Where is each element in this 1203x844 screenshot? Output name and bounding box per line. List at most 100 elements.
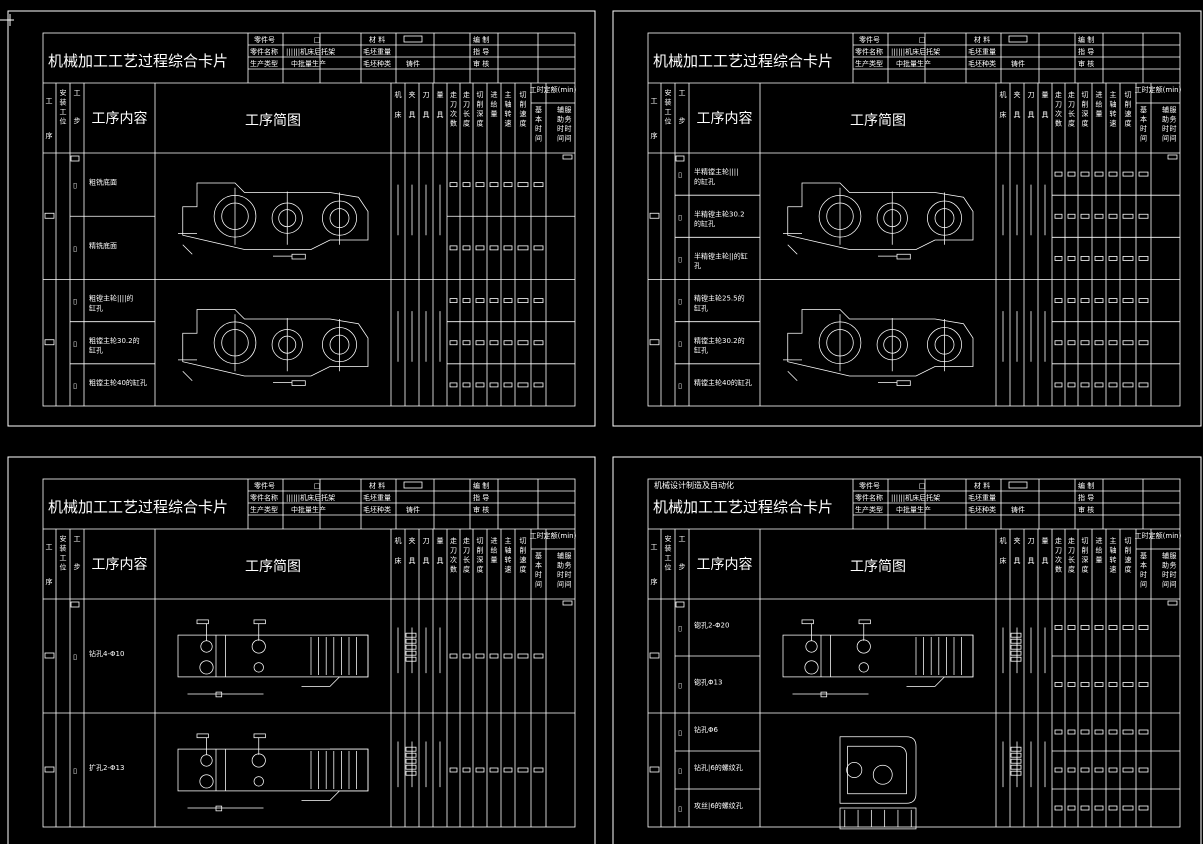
col-gauge: 量具: [1042, 91, 1049, 119]
part-sketch: [177, 733, 369, 812]
param-box: [1080, 171, 1090, 177]
install-box: [70, 155, 80, 162]
install-box: [675, 601, 685, 608]
part-sketch: [177, 309, 369, 386]
process-no-box: [44, 339, 55, 346]
material-label: 材 料: [369, 35, 385, 44]
param-box: [1080, 382, 1090, 388]
col-passes: 走刀次数: [450, 537, 457, 574]
part-name-value: ||||||机床后托架: [286, 47, 335, 56]
param-box: [1138, 298, 1149, 303]
card-title: 机械加工工艺过程综合卡片: [48, 498, 228, 516]
param-box: [1138, 625, 1149, 630]
param-box: [503, 182, 513, 188]
col-speed: 主轴转速: [505, 90, 512, 128]
tool-box: [1010, 770, 1022, 776]
col-gauge: 量具: [437, 537, 444, 565]
param-box: [517, 767, 529, 773]
param-box: [533, 382, 544, 388]
param-box: [1094, 256, 1104, 261]
param-box: [1067, 382, 1076, 388]
param-box: [1108, 213, 1118, 219]
blank-type-label: 毛坯种类: [968, 505, 996, 514]
dim-box: [820, 691, 828, 698]
param-box: [1138, 213, 1149, 219]
process-card-sheet: 机械加工工艺过程综合卡片零件号□材 料编 制零件名称||||||机床后托架毛坯重…: [42, 32, 577, 407]
col-basic-time: 基本时间: [1140, 105, 1147, 142]
part-outline: [787, 182, 974, 250]
step-no: ▯: [678, 298, 682, 306]
step-no: ▯: [73, 298, 77, 306]
param-box: [1054, 340, 1063, 346]
param-box: [1067, 805, 1076, 811]
col-speed: 主轴转速: [1110, 536, 1117, 574]
sheet-frame-4: [612, 456, 1202, 844]
review-label: 审 核: [473, 59, 489, 68]
col-passes: 走刀次数: [450, 91, 457, 128]
hole-circle: [199, 774, 214, 789]
locator: [787, 244, 798, 255]
param-box: [517, 245, 529, 251]
step-content-4: 精镗主轮30.2的缸孔: [694, 336, 745, 355]
col-fixture: 夹具: [409, 90, 416, 119]
material-label: 材 料: [974, 35, 990, 44]
hole-circle: [200, 640, 213, 653]
param-box: [503, 653, 513, 659]
blank-type-label: 毛坯种类: [968, 59, 996, 68]
blank-type-label: 毛坯种类: [363, 59, 391, 68]
col-cut-speed: 切削速度: [1125, 91, 1132, 128]
process-no-box: [649, 652, 660, 659]
part-outline: [787, 309, 974, 377]
col-speed: 主轴转速: [1110, 90, 1117, 128]
param-box: [462, 245, 471, 251]
tool-box: [405, 638, 417, 644]
param-box: [1094, 340, 1104, 346]
part-name-value: ||||||机床后托架: [891, 47, 940, 56]
tool-box: [405, 746, 417, 752]
col-depth: 切削深度: [477, 537, 484, 574]
col-sketch: 工序简图: [850, 558, 906, 575]
col-process: 工序: [46, 543, 53, 586]
install-box: [70, 601, 80, 608]
col-basic-time: 基本时间: [535, 105, 542, 142]
param-box: [517, 653, 529, 659]
step-content-0: 粗铣底面: [89, 178, 117, 187]
param-box: [1067, 213, 1076, 219]
production-type-value: 中批量生产: [291, 59, 326, 68]
material-label: 材 料: [369, 481, 385, 490]
tool-box: [1010, 758, 1022, 764]
process-card-sheet: 机械加工工艺过程综合卡片零件号□材 料编 制零件名称||||||机床后托架毛坯重…: [42, 478, 577, 828]
card-title: 机械加工工艺过程综合卡片: [653, 52, 833, 70]
param-box: [1122, 171, 1134, 177]
dim-box: [253, 733, 266, 739]
param-box: [1094, 298, 1104, 303]
col-process: 工序: [651, 543, 658, 586]
card-table-frame: [647, 32, 1181, 407]
param-box: [1122, 729, 1134, 735]
review-label: 审 核: [1078, 59, 1094, 68]
param-box: [533, 245, 544, 251]
col-step: 工步: [74, 89, 81, 125]
step-content-2: 半精镗主轮||的缸孔: [694, 251, 748, 270]
guide-label: 指 导: [1078, 493, 1094, 502]
tool-box: [1010, 638, 1022, 644]
param-box: [517, 182, 529, 188]
time-box: [1167, 600, 1178, 606]
col-cut-speed: 切削速度: [1125, 537, 1132, 574]
tool-box: [405, 752, 417, 758]
param-box: [1122, 340, 1134, 346]
param-box: [1108, 767, 1118, 773]
param-box: [1138, 340, 1149, 346]
col-content: 工序内容: [92, 110, 148, 127]
param-box: [489, 767, 499, 773]
col-speed: 主轴转速: [505, 536, 512, 574]
step-content-0: 钻孔4-Φ10: [89, 649, 124, 658]
tool-box: [1010, 656, 1022, 662]
param-box: [1054, 382, 1063, 388]
param-box: [533, 298, 544, 303]
prepared-label: 编 制: [473, 35, 489, 44]
param-box: [1138, 171, 1149, 177]
blank-weight-label: 毛坯重量: [968, 493, 996, 502]
col-machine: 机床: [1000, 536, 1007, 565]
param-box: [1122, 625, 1134, 630]
